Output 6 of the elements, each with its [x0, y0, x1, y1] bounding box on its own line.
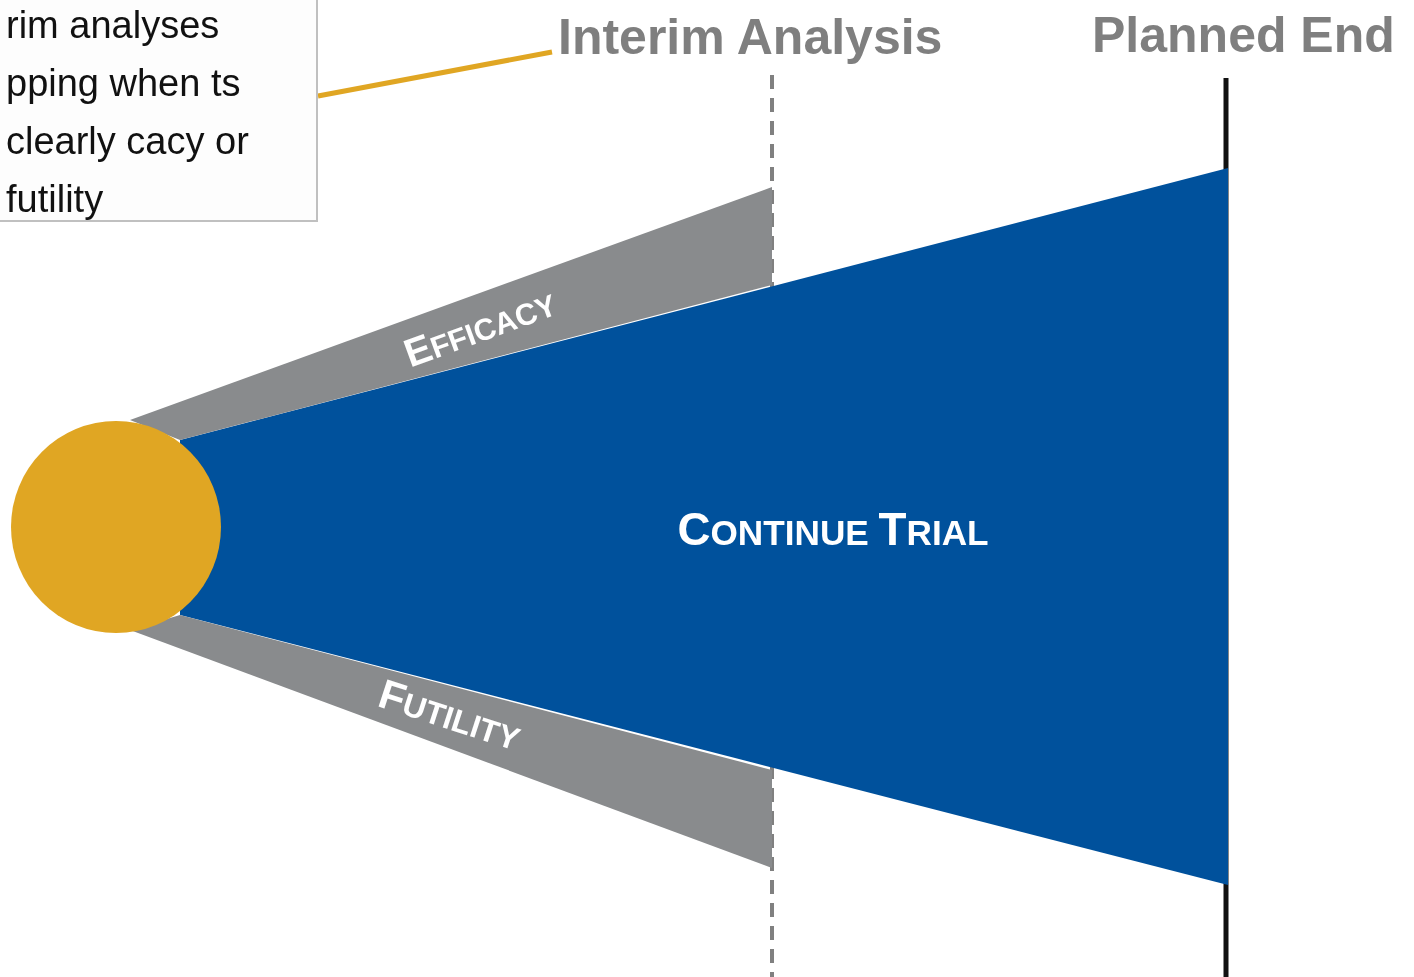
interim-heading: Interim Analysis [558, 8, 943, 66]
note-text: rim analyses pping when ts clearly cacy or futility [6, 3, 250, 222]
leader-line [317, 49, 553, 99]
note-box [0, 0, 318, 222]
wedge-label: CONTINUE TRIAL [677, 504, 989, 556]
end-heading: Planned End [1092, 6, 1395, 64]
